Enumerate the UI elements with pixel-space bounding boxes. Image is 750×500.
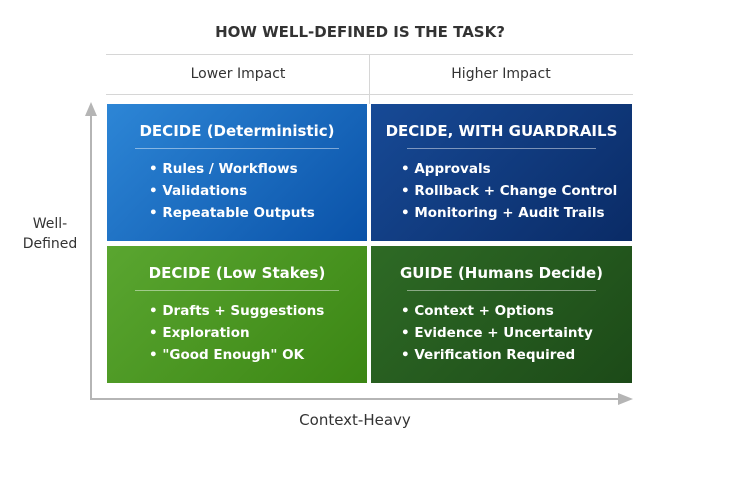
list-item: Exploration: [149, 322, 324, 344]
quadrant-guide-humans-decide: GUIDE (Humans Decide) Context + Options …: [371, 246, 632, 383]
y-axis-arrow-icon: [85, 102, 97, 116]
list-item: "Good Enough" OK: [149, 344, 324, 366]
quadrant-list: Drafts + Suggestions Exploration "Good E…: [149, 300, 324, 366]
quadrant-decide-with-guardrails: DECIDE, WITH GUARDRAILS Approvals Rollba…: [371, 104, 632, 241]
list-item: Monitoring + Audit Trails: [401, 202, 617, 224]
header-column-divider: [369, 54, 370, 104]
y-axis-label: Well- Defined: [22, 216, 78, 252]
quadrant-decide-low-stakes: DECIDE (Low Stakes) Drafts + Suggestions…: [107, 246, 367, 383]
quadrant-title: DECIDE (Deterministic): [139, 122, 335, 140]
column-header-higher-impact: Higher Impact: [451, 66, 551, 82]
column-header-lower-impact: Lower Impact: [190, 66, 286, 82]
quadrant-decide-deterministic: DECIDE (Deterministic) Rules / Workflows…: [107, 104, 367, 241]
quadrant-list: Rules / Workflows Validations Repeatable…: [149, 158, 315, 224]
list-item: Rollback + Change Control: [401, 180, 617, 202]
quadrant-title: DECIDE (Low Stakes): [148, 264, 326, 282]
quadrant-list: Approvals Rollback + Change Control Moni…: [401, 158, 617, 224]
quadrant-list: Context + Options Evidence + Uncertainty…: [401, 300, 593, 366]
list-item: Drafts + Suggestions: [149, 300, 324, 322]
list-item: Rules / Workflows: [149, 158, 315, 180]
quadrant-divider: [407, 290, 596, 291]
list-item: Verification Required: [401, 344, 593, 366]
quadrant-divider: [135, 290, 339, 291]
quadrant-title: DECIDE, WITH GUARDRAILS: [385, 122, 618, 140]
x-axis-arrow-icon: [618, 393, 633, 405]
list-item: Evidence + Uncertainty: [401, 322, 592, 344]
quadrant-divider: [135, 148, 339, 149]
list-item: Approvals: [401, 158, 617, 180]
x-axis-label: Context-Heavy: [299, 411, 411, 429]
list-item: Context + Options: [401, 300, 593, 322]
list-item: Validations: [149, 180, 315, 202]
diagram-title: HOW WELL-DEFINED IS THE TASK?: [215, 23, 505, 41]
quadrant-divider: [407, 148, 596, 149]
quadrant-title: GUIDE (Humans Decide): [399, 264, 604, 282]
list-item: Repeatable Outputs: [149, 202, 315, 224]
